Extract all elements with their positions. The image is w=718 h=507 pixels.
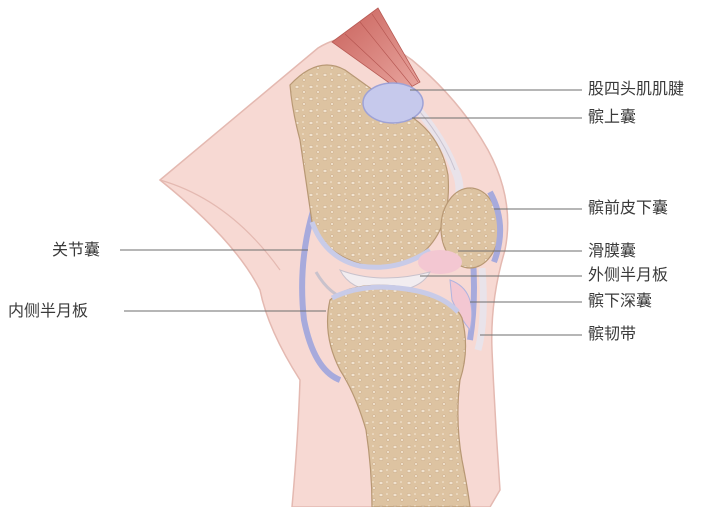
label-prepatellar-bursa: 髌前皮下囊: [588, 199, 668, 217]
synovial-bursa: [418, 250, 462, 274]
label-medial-meniscus: 内侧半月板: [8, 302, 88, 320]
label-suprapatellar-bursa: 髌上囊: [588, 108, 636, 126]
label-quadriceps-tendon: 股四头肌肌腱: [588, 80, 684, 98]
label-lateral-meniscus: 外侧半月板: [588, 266, 668, 284]
suprapatellar-bursa: [363, 83, 423, 123]
label-patellar-ligament: 髌韧带: [588, 325, 636, 343]
label-joint-capsule: 关节囊: [52, 241, 100, 259]
label-synovial-bursa: 滑膜囊: [588, 242, 636, 260]
label-deep-infrapatellar-bursa: 髌下深囊: [588, 292, 652, 310]
